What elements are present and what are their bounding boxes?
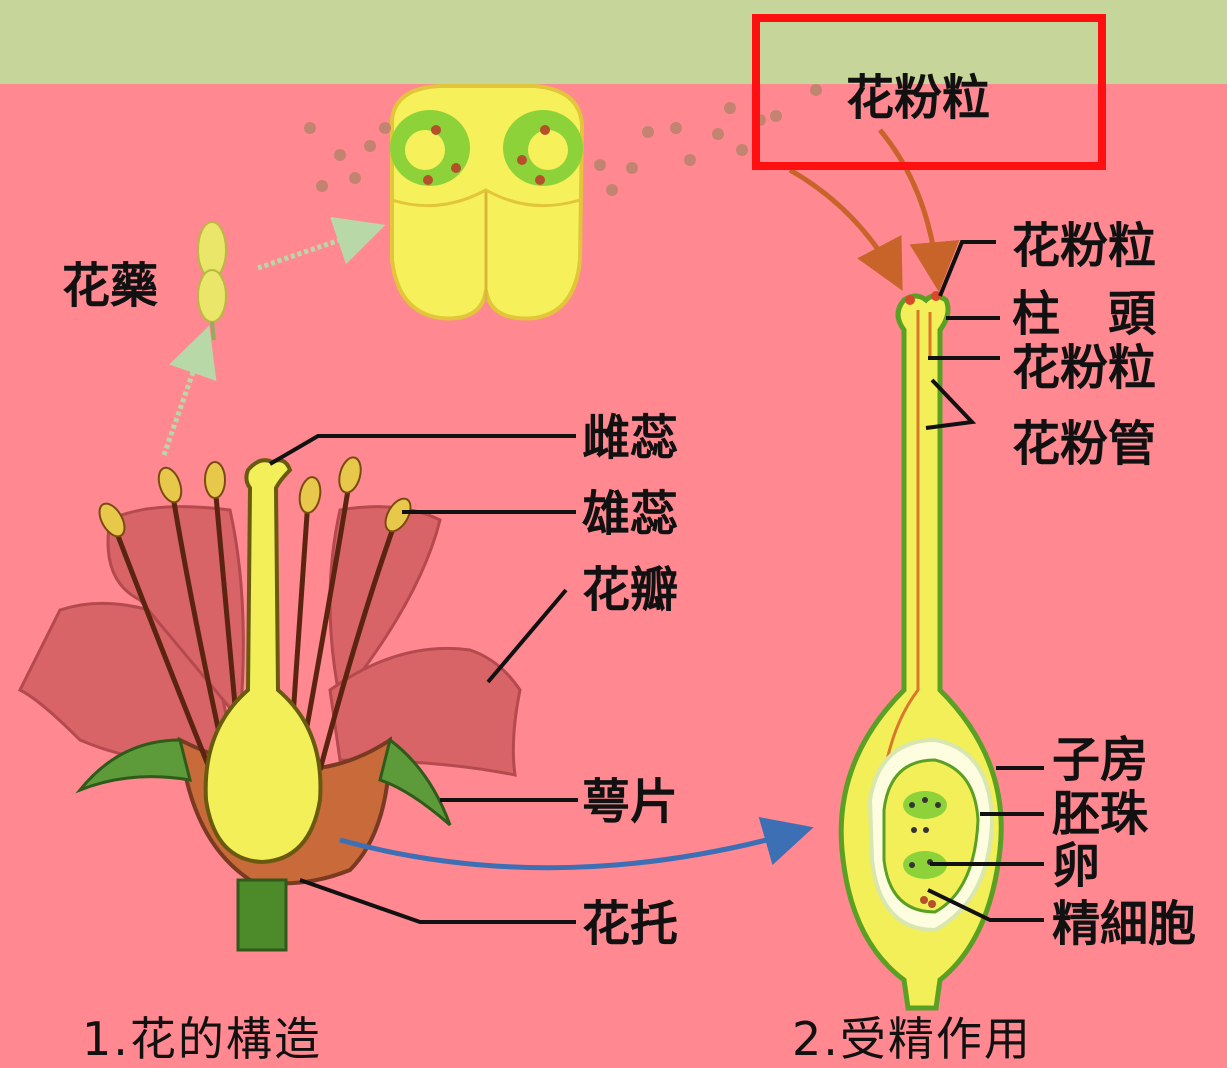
caption-fertilization: 2.受精作用 [792, 1016, 1032, 1062]
arrow-flower-to-anther [164, 335, 206, 455]
pollen-arrow-1 [790, 170, 898, 282]
stigma-label: 柱 頭 [1012, 290, 1156, 338]
ovule-label: 胚珠 [1052, 790, 1148, 838]
pollen-tube-label: 花粉管 [1012, 420, 1156, 468]
stamen-label: 雄蕊 [582, 490, 678, 538]
sperm-label: 精細胞 [1052, 900, 1196, 948]
caption-flower-structure: 1.花的構造 [82, 1016, 322, 1062]
pistil-pointer [270, 436, 576, 464]
receptacle-pointer [300, 880, 576, 922]
arrow-to-fertilization [340, 830, 804, 868]
pistil-label: 雌蕊 [582, 414, 678, 462]
receptacle-label: 花托 [582, 900, 678, 948]
ovary-label: 子房 [1052, 736, 1148, 784]
egg-label: 卵 [1052, 842, 1100, 890]
anther-label: 花藥 [62, 262, 158, 310]
pollen-grain-pointer [940, 242, 996, 296]
pollen-grain2-label: 花粉粒 [1012, 344, 1156, 392]
anther-icon [198, 222, 226, 340]
anther-cross-section [390, 86, 583, 318]
petal-pointer [488, 590, 566, 682]
flower-illustration [20, 455, 520, 950]
highlight-box [752, 14, 1106, 170]
petal-label: 花瓣 [582, 566, 678, 614]
arrow-anther-to-section [258, 228, 376, 268]
pollen-grain-label: 花粉粒 [1012, 222, 1156, 270]
pistil-section [841, 291, 1001, 1008]
sepal-label: 萼片 [582, 778, 678, 826]
